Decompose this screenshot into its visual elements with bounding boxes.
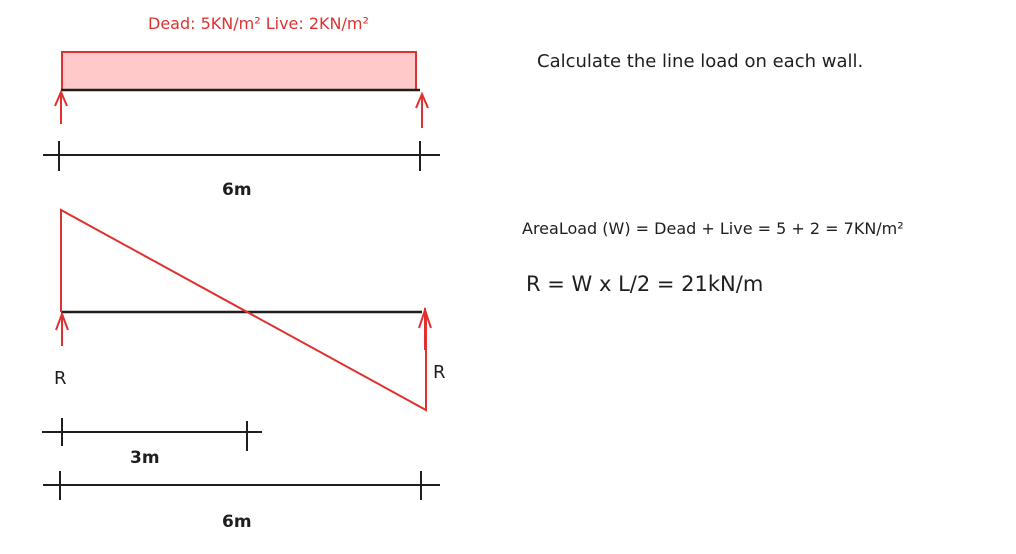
left-reaction-arrow-icon bbox=[55, 311, 69, 346]
prompt-text: Calculate the line load on each wall. bbox=[537, 51, 864, 72]
right-reaction-arrow-icon bbox=[418, 306, 432, 350]
distributed-load-block bbox=[61, 51, 417, 91]
load-label: Dead: 5KN/m² Live: 2KN/m² bbox=[148, 14, 369, 33]
full-span-dimension-line bbox=[43, 471, 440, 500]
span-label-top: 6m bbox=[222, 180, 252, 200]
span-label-bottom: 6m bbox=[222, 512, 252, 532]
right-support-arrow-icon bbox=[415, 91, 429, 128]
right-reaction-label: R bbox=[433, 362, 446, 383]
shear-force-diagram bbox=[60, 208, 427, 412]
reaction-equation: R = W x L/2 = 21kN/m bbox=[526, 272, 764, 296]
half-span-dimension-line bbox=[42, 418, 262, 451]
span-dimension-line bbox=[43, 141, 440, 171]
area-load-equation: AreaLoad (W) = Dead + Live = 5 + 2 = 7KN… bbox=[522, 219, 904, 238]
left-support-arrow-icon bbox=[54, 89, 68, 124]
left-reaction-label: R bbox=[54, 368, 67, 389]
half-span-label: 3m bbox=[130, 448, 160, 468]
